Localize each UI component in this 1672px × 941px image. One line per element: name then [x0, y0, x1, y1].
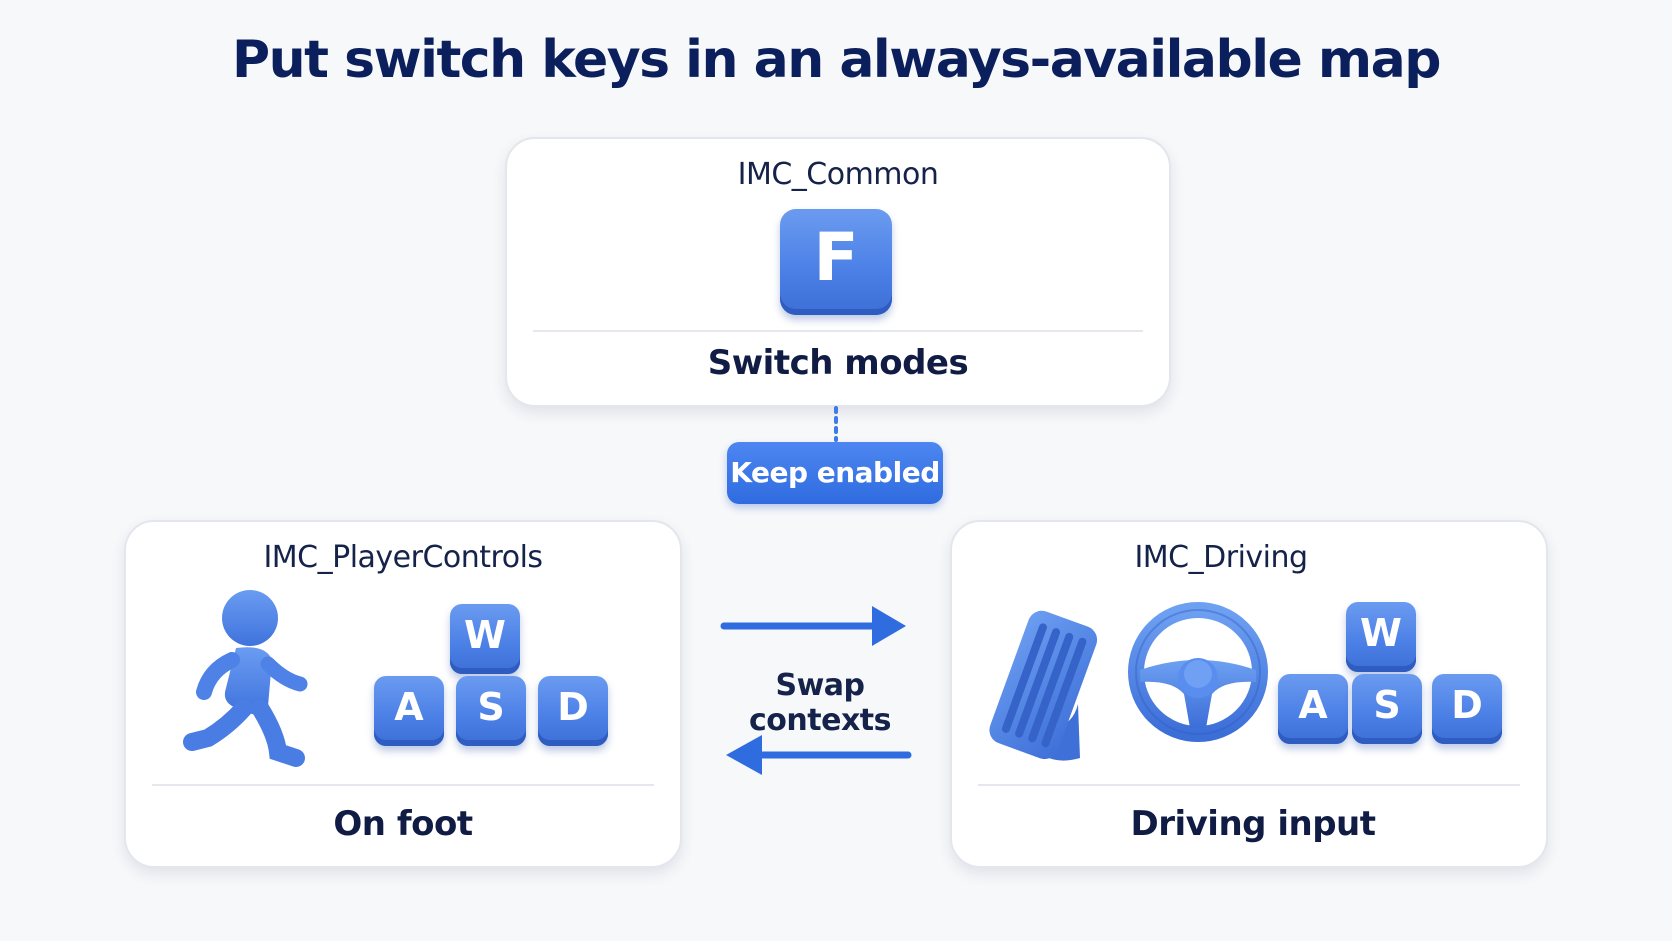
player-card-title: IMC_PlayerControls: [263, 540, 543, 575]
driving-card: IMC_Driving W A S: [950, 520, 1548, 868]
player-card-label: On foot: [333, 804, 473, 844]
pedal-icon: [989, 610, 1098, 761]
key-a: A: [374, 676, 444, 746]
player-controls-card: IMC_PlayerControls W A S D On foot: [124, 520, 682, 868]
key-w: W: [450, 604, 520, 674]
f-key: F: [780, 209, 892, 315]
key-w: W: [1346, 602, 1416, 672]
key-d: D: [1432, 674, 1502, 744]
common-card: IMC_Common F Switch modes: [505, 137, 1171, 407]
common-divider: [533, 330, 1143, 332]
driving-card-label: Driving input: [1130, 804, 1377, 844]
dotted-connector: [834, 406, 838, 442]
common-card-label: Switch modes: [707, 343, 969, 383]
arrow-left-icon: [726, 735, 912, 775]
common-card-title: IMC_Common: [737, 157, 939, 192]
walking-figure-icon: [183, 590, 308, 767]
key-s: S: [1352, 674, 1422, 744]
swap-contexts-label: Swap contexts: [749, 668, 892, 738]
driving-card-title: IMC_Driving: [1134, 540, 1308, 575]
arrow-right-icon: [720, 606, 906, 646]
key-d: D: [538, 676, 608, 746]
key-a: A: [1278, 674, 1348, 744]
key-s: S: [456, 676, 526, 746]
player-divider: [152, 784, 654, 786]
driving-divider: [978, 784, 1520, 786]
keep-enabled-badge: Keep enabled: [727, 442, 943, 504]
steering-wheel-icon: [1128, 602, 1268, 742]
page-title: Put switch keys in an always-available m…: [232, 30, 1441, 90]
